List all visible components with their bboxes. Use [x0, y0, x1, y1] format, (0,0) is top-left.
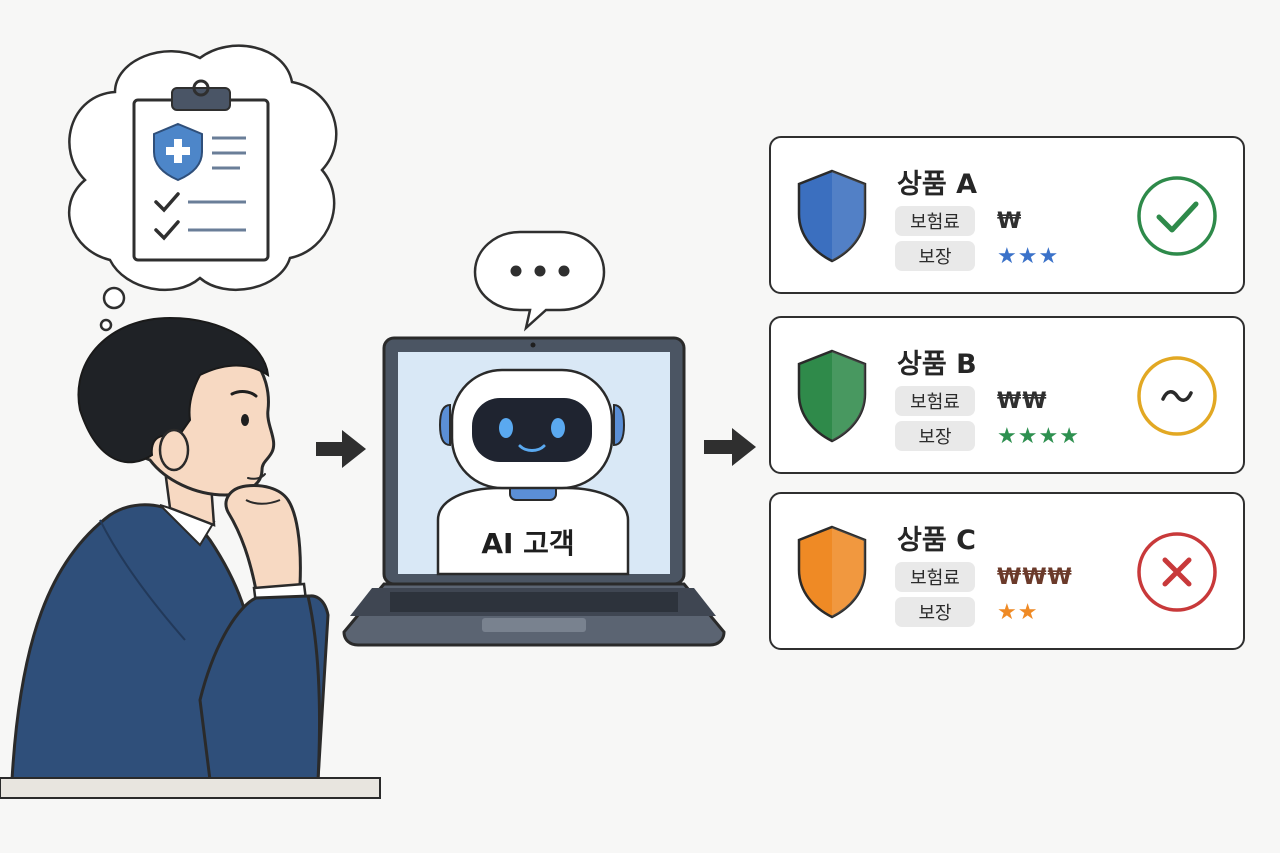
- coverage-label: 보장: [895, 597, 975, 627]
- arrow-right-icon: [316, 430, 366, 468]
- premium-row: 보험료 ₩₩: [895, 386, 1048, 416]
- premium-value: ₩₩: [997, 388, 1048, 414]
- star-icon: ★: [997, 243, 1018, 269]
- product-title: 상품 C: [897, 525, 976, 556]
- robot-label: AI 고객: [481, 527, 575, 560]
- product-title: 상품 B: [897, 349, 977, 380]
- product-title: 상품 A: [897, 169, 977, 200]
- coverage-stars: ★★: [997, 600, 1038, 625]
- shield-icon: [797, 525, 867, 619]
- arrow-right-icon: [704, 428, 756, 466]
- coverage-label: 보장: [895, 241, 975, 271]
- product-card-c: 상품 C 보험료 ₩₩₩ 보장 ★★: [769, 492, 1245, 650]
- star-icon: ★: [1038, 423, 1060, 449]
- clipboard-icon: [132, 79, 270, 262]
- premium-value: ₩: [997, 208, 1023, 234]
- star-icon: ★: [1038, 243, 1060, 269]
- star-icon: ★: [1017, 423, 1039, 449]
- speech-bubble-icon: [473, 230, 606, 332]
- star-icon: ★: [997, 423, 1018, 449]
- star-icon: ★: [997, 599, 1018, 625]
- coverage-row: 보장 ★★★★: [895, 421, 1080, 451]
- coverage-row: 보장 ★★★: [895, 241, 1059, 271]
- checkmark-icon: [1137, 176, 1217, 256]
- star-icon: ★: [1059, 423, 1080, 449]
- premium-label: 보험료: [895, 562, 975, 592]
- premium-row: 보험료 ₩₩₩: [895, 562, 1073, 592]
- star-icon: ★: [1017, 599, 1039, 625]
- x-icon: [1137, 532, 1217, 612]
- premium-row: 보험료 ₩: [895, 206, 1022, 236]
- coverage-stars: ★★★★: [997, 424, 1080, 449]
- shield-plus-icon: [153, 122, 203, 182]
- premium-label: 보험료: [895, 386, 975, 416]
- star-icon: ★: [1017, 243, 1039, 269]
- coverage-row: 보장 ★★: [895, 597, 1038, 627]
- check-icon: [154, 220, 180, 241]
- robot-icon: [436, 368, 630, 576]
- check-icon: [154, 192, 180, 213]
- coverage-stars: ★★★: [997, 244, 1059, 269]
- product-card-b: 상품 B 보험료 ₩₩ 보장 ★★★★: [769, 316, 1245, 474]
- person-figure: [0, 316, 381, 799]
- tilde-icon: [1137, 356, 1217, 436]
- product-card-a: 상품 A 보험료 ₩ 보장 ★★★: [769, 136, 1245, 294]
- coverage-label: 보장: [895, 421, 975, 451]
- shield-icon: [797, 349, 867, 443]
- shield-icon: [797, 169, 867, 263]
- premium-value: ₩₩₩: [997, 564, 1073, 590]
- premium-label: 보험료: [895, 206, 975, 236]
